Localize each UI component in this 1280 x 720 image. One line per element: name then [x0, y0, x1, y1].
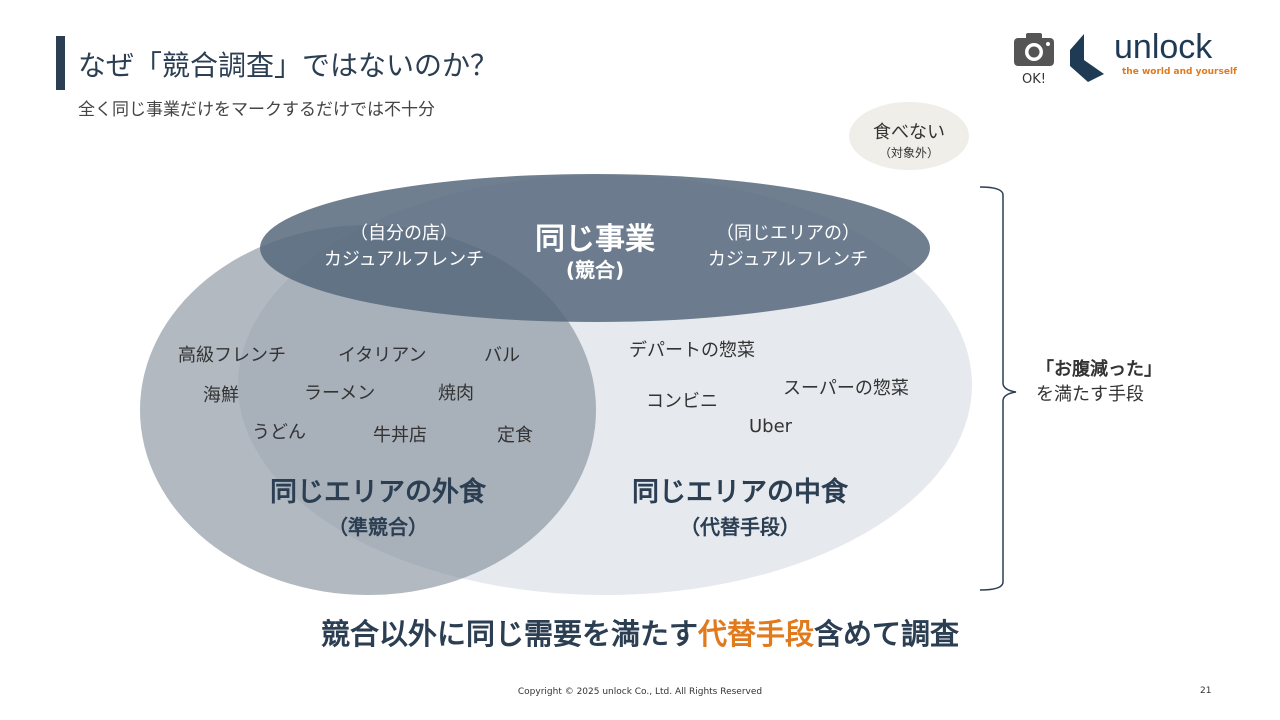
eating-out-title: 同じエリアの外食（準競合） — [270, 477, 486, 539]
list-item: イタリアン — [338, 345, 427, 366]
copyright: Copyright © 2025 unlock Co., Ltd. All Ri… — [517, 687, 763, 697]
list-item: Uber — [749, 416, 793, 437]
list-item: 高級フレンチ — [178, 345, 286, 366]
out-of-scope-label: 食べない — [873, 122, 945, 143]
list-item: コンビニ — [646, 391, 718, 412]
page-subtitle: 全く同じ事業だけをマークするだけでは不十分 — [78, 100, 435, 120]
camera-badge: OK! — [1012, 32, 1056, 87]
conclusion: 競合以外に同じ需要を満たす代替手段含めて調査 — [320, 617, 960, 651]
list-item: 焼肉 — [438, 383, 474, 404]
list-item: スーパーの惣菜 — [783, 378, 909, 399]
camera-ok-label: OK! — [1022, 72, 1046, 87]
list-item: バル — [484, 345, 520, 366]
page-title: なぜ「競合調査」ではないのか？ — [78, 49, 499, 82]
logo-text: unlock — [1114, 28, 1213, 66]
conclusion-highlight: 代替手段 — [697, 617, 815, 651]
area-competitor-label: （同じエリアの）カジュアルフレンチ — [707, 223, 869, 270]
logo-mark-icon — [1070, 34, 1104, 82]
list-item: 牛丼店 — [373, 425, 427, 446]
out-of-scope-note: （対象外） — [878, 146, 940, 160]
brace-icon — [979, 186, 1017, 591]
take-out-title: 同じエリアの中食（代替手段） — [632, 477, 848, 539]
list-item: 定食 — [497, 425, 533, 446]
list-item: デパートの惣菜 — [629, 340, 755, 361]
list-item: ラーメン — [304, 383, 376, 404]
own-store-label: （自分の店）カジュアルフレンチ — [323, 223, 485, 270]
out-of-scope-bubble — [849, 102, 969, 170]
camera-icon — [1014, 33, 1054, 66]
logo-tagline: the world and yourself — [1122, 67, 1237, 77]
page-number: 21 — [1200, 686, 1212, 696]
same-business-ellipse — [260, 174, 930, 322]
same-business-title: 同じ事業 — [535, 222, 655, 257]
list-item: 海鮮 — [203, 385, 239, 406]
list-item: うどん — [252, 422, 306, 443]
same-business-sub: (競合) — [565, 258, 625, 282]
title-accent-bar — [56, 36, 65, 90]
brace-label: 「お腹減った」 を満たす手段 — [1036, 359, 1162, 405]
